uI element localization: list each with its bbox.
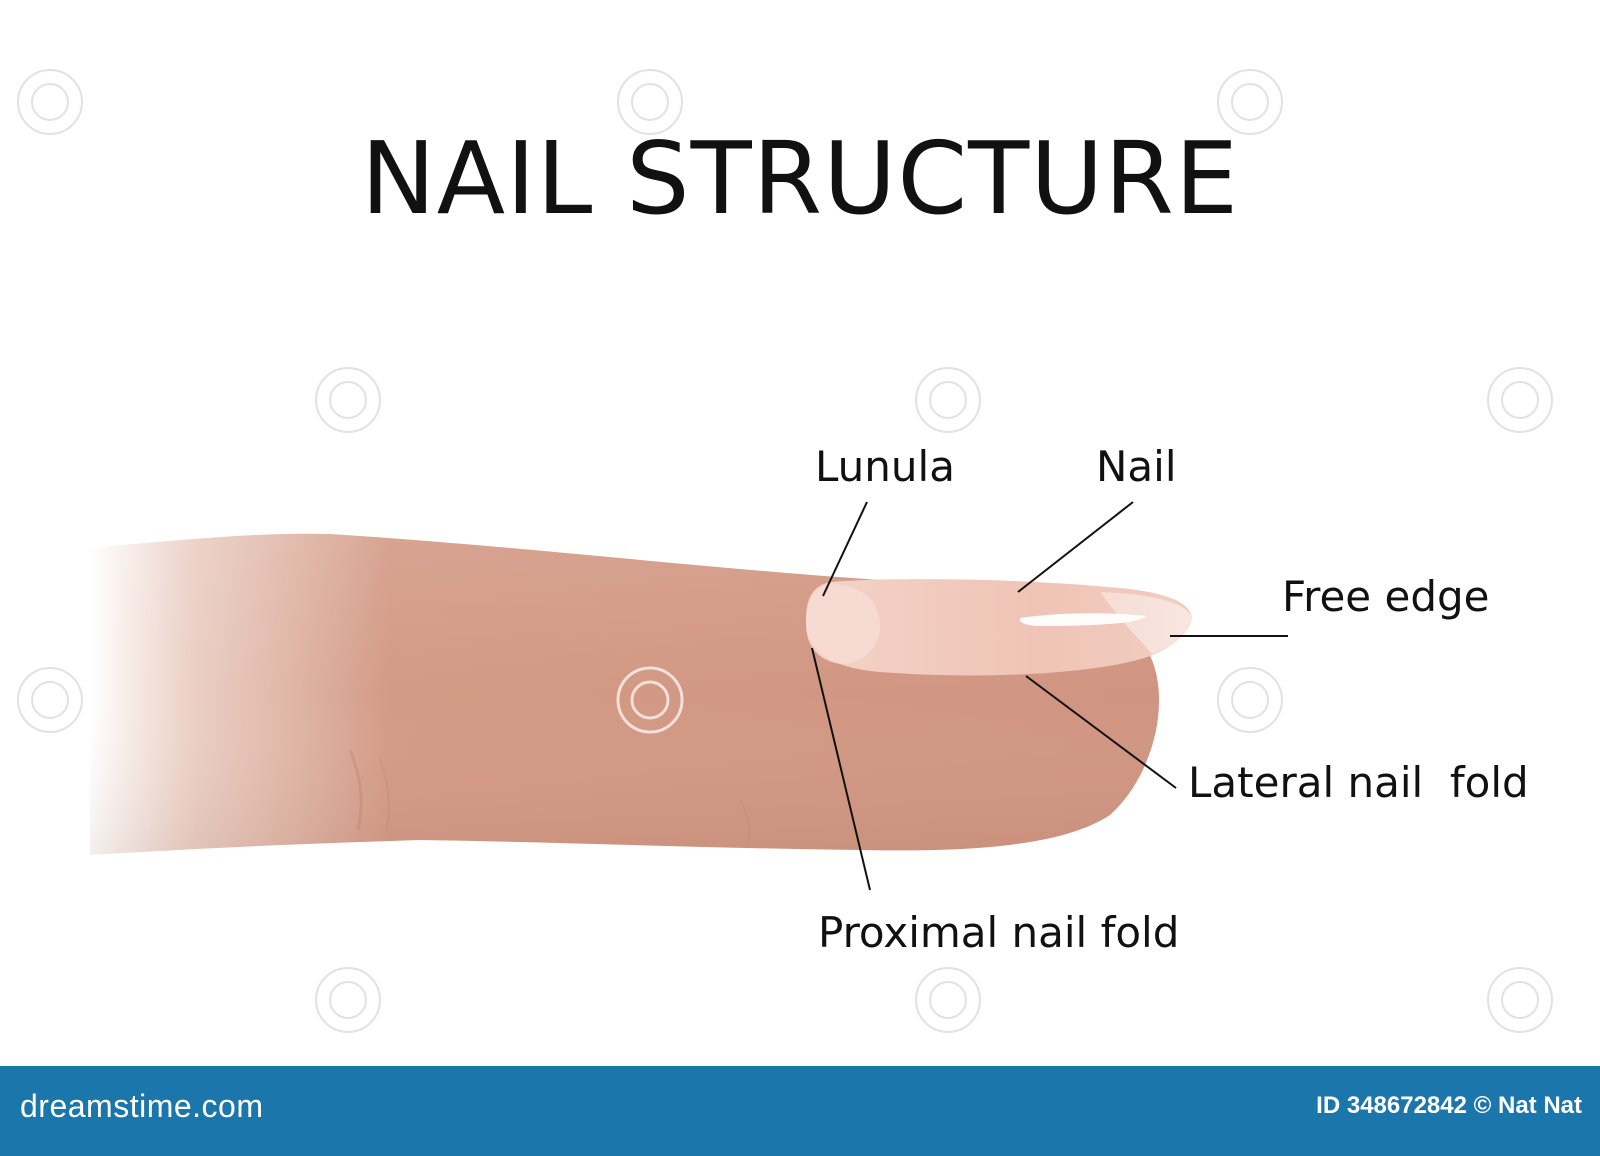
nail-highlight	[1019, 613, 1146, 626]
watermark-icon-center	[616, 666, 684, 734]
knuckle-crease	[348, 749, 363, 831]
free-edge	[1100, 592, 1192, 654]
label-free-edge: Free edge	[1282, 572, 1490, 621]
image-credit: ID 348672842 © Nat Nat	[1316, 1092, 1582, 1119]
leader-line-proximal-nail-fold	[811, 647, 871, 891]
watermark-icons	[17, 69, 1553, 1033]
label-lateral-nail-fold: Lateral nail fold	[1188, 758, 1529, 807]
label-lunula: Lunula	[815, 442, 955, 491]
leader-line-lateral-nail-fold	[1025, 675, 1177, 789]
page-title: NAIL STRUCTURE	[360, 120, 1240, 237]
leader-line-nail	[1017, 501, 1134, 593]
label-nail: Nail	[1096, 442, 1177, 491]
label-proximal-nail-fold: Proximal nail fold	[818, 908, 1180, 957]
lunula	[806, 584, 880, 664]
brand-logo-text: dreamstime.com	[20, 1088, 264, 1124]
watermark-footer-bar: dreamstime.com ID 348672842 © Nat Nat	[0, 1066, 1600, 1156]
leader-line-lunula	[822, 501, 868, 597]
nail-plate	[805, 579, 1192, 676]
